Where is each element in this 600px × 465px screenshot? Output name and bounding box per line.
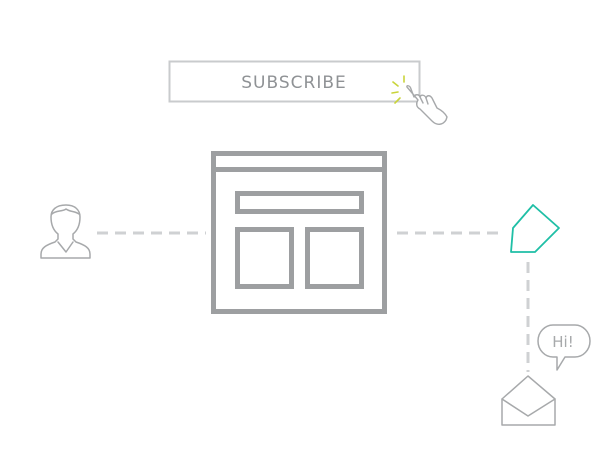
envelope-open-icon [501, 375, 556, 426]
hand-pointer-icon [406, 85, 448, 125]
tag-icon [510, 204, 560, 253]
speech-bubble-text: Hi! [552, 333, 573, 351]
speech-bubble-icon: Hi! [537, 324, 591, 371]
webpage-layout-icon [211, 151, 387, 314]
click-burst-icon [391, 75, 405, 104]
user-icon [40, 204, 91, 259]
subscribe-button[interactable]: SUBSCRIBE [168, 60, 421, 103]
subscribe-button-label: SUBSCRIBE [241, 73, 347, 93]
